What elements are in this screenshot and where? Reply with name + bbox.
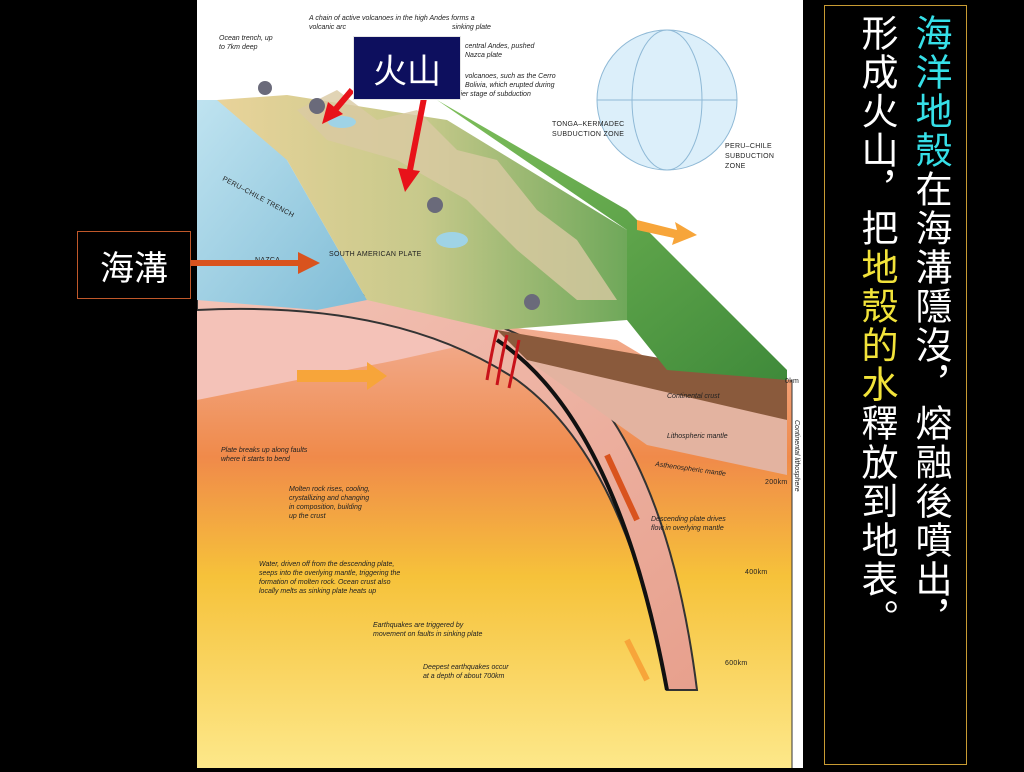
- note-breaks2: where it starts to bend: [221, 456, 291, 463]
- note-peru-zone: PERU–CHILE: [725, 143, 772, 150]
- note-quakes: Earthquakes are triggered by: [373, 622, 464, 629]
- depth-400: 400km: [745, 569, 768, 576]
- volcano-arrow-left-head: [322, 102, 343, 124]
- note-descending2: flow in overlying mantle: [651, 525, 724, 532]
- lithospheric-mantle-layer: [527, 360, 787, 475]
- note-peru-zone2: SUBDUCTION: [725, 153, 774, 160]
- note-molten: Molten rock rises, cooling,: [289, 486, 370, 493]
- note-south-american: SOUTH AMERICAN PLATE: [329, 251, 422, 258]
- trench-arrow-head: [298, 252, 320, 274]
- note-chain2: volcanic arc: [309, 24, 346, 31]
- volcano-arrow-down: [407, 97, 427, 171]
- volcano-label: 火山: [353, 36, 461, 100]
- note-cerro2: Bolivia, which erupted during: [465, 82, 555, 89]
- caption-crust-water: 地殼的水: [855, 248, 898, 404]
- note-central2: Nazca plate: [465, 52, 502, 59]
- note-trench-depth2: to 7km deep: [219, 44, 258, 51]
- volcano-plume: [427, 197, 443, 213]
- caption-ocean-crust: 海洋地殼: [909, 14, 952, 170]
- note-peru-zone3: ZONE: [725, 163, 746, 170]
- mountain-ridge: [297, 90, 617, 300]
- magma-path: [485, 329, 521, 389]
- caption-form-volcano: 形成火山，把: [855, 14, 898, 248]
- mantle-flow-arrow: [604, 453, 640, 522]
- note-molten2: crystallizing and changing: [289, 495, 369, 502]
- note-deepest: Deepest earthquakes occur: [423, 664, 509, 671]
- ocean-surface: [197, 100, 367, 310]
- volcano-arrow-down-head: [398, 168, 420, 192]
- andes-land: [217, 95, 627, 330]
- note-continental-litho: Continental lithosphere: [793, 420, 800, 492]
- note-molten4: up the crust: [289, 513, 327, 520]
- depth-0: 0km: [785, 378, 799, 385]
- note-quakes2: movement on faults in sinking plate: [373, 631, 482, 638]
- note-cerro: volcanoes, such as the Cerro: [465, 73, 556, 80]
- note-continental-crust: Continental crust: [667, 393, 721, 400]
- caption-release: 釋放到地表。: [855, 404, 898, 638]
- note-cerro3: an earlier stage of subduction: [439, 91, 531, 98]
- volcano-plume: [258, 81, 272, 95]
- volcano-plume: [524, 294, 540, 310]
- caption-column-1: 海洋地殼在海溝隱沒，熔融後噴出，: [904, 14, 956, 638]
- note-water: Water, driven off from the descending pl…: [259, 561, 394, 568]
- volcano-arrow-left: [332, 88, 355, 112]
- continental-crust-layer: [497, 330, 787, 420]
- note-deepest2: at a depth of about 700km: [423, 673, 505, 680]
- trench-label: 海溝: [77, 231, 191, 299]
- subduction-illustration: A chain of active volcanoes in the high …: [196, 0, 803, 768]
- subduction-diagram: A chain of active volcanoes in the high …: [196, 15, 800, 768]
- note-descending: Descending plate drives: [651, 516, 726, 523]
- volcano-plume: [309, 98, 325, 114]
- lake: [436, 232, 468, 248]
- depth-600: 600km: [725, 660, 748, 667]
- note-lithospheric: Lithospheric mantle: [667, 433, 728, 440]
- note-trench-depth: Ocean trench, up: [219, 35, 273, 42]
- note-water3: formation of molten rock. Ocean crust al…: [259, 579, 391, 586]
- note-chain: A chain of active volcanoes in the high …: [308, 15, 475, 22]
- note-chain3: sinking plate: [452, 24, 491, 31]
- depth-200: 200km: [765, 479, 788, 486]
- note-water4: locally melts as sinking plate heats up: [259, 588, 376, 595]
- plate-motion-arrow: [637, 220, 697, 245]
- lake: [328, 116, 356, 128]
- note-central: central Andes, pushed: [465, 43, 536, 50]
- note-water2: seeps into the overlying mantle, trigger…: [259, 570, 400, 577]
- slab-black-edge: [495, 338, 669, 691]
- plate-motion-arrow: [297, 362, 387, 390]
- deep-arrow: [624, 638, 650, 682]
- green-lowlands: [437, 100, 787, 380]
- caption-subduct: 在海溝隱沒，熔融後噴出，: [909, 170, 952, 638]
- caption-panel: 海洋地殼在海溝隱沒，熔融後噴出， 形成火山，把地殼的水釋放到地表。: [824, 5, 967, 765]
- caption-column-2: 形成火山，把地殼的水釋放到地表。: [850, 14, 902, 638]
- note-breaks: Plate breaks up along faults: [221, 447, 308, 454]
- note-tonga: TONGA–KERMADEC: [552, 121, 625, 128]
- note-molten3: in composition, building: [289, 504, 362, 511]
- note-tonga2: SUBDUCTION ZONE: [552, 131, 624, 138]
